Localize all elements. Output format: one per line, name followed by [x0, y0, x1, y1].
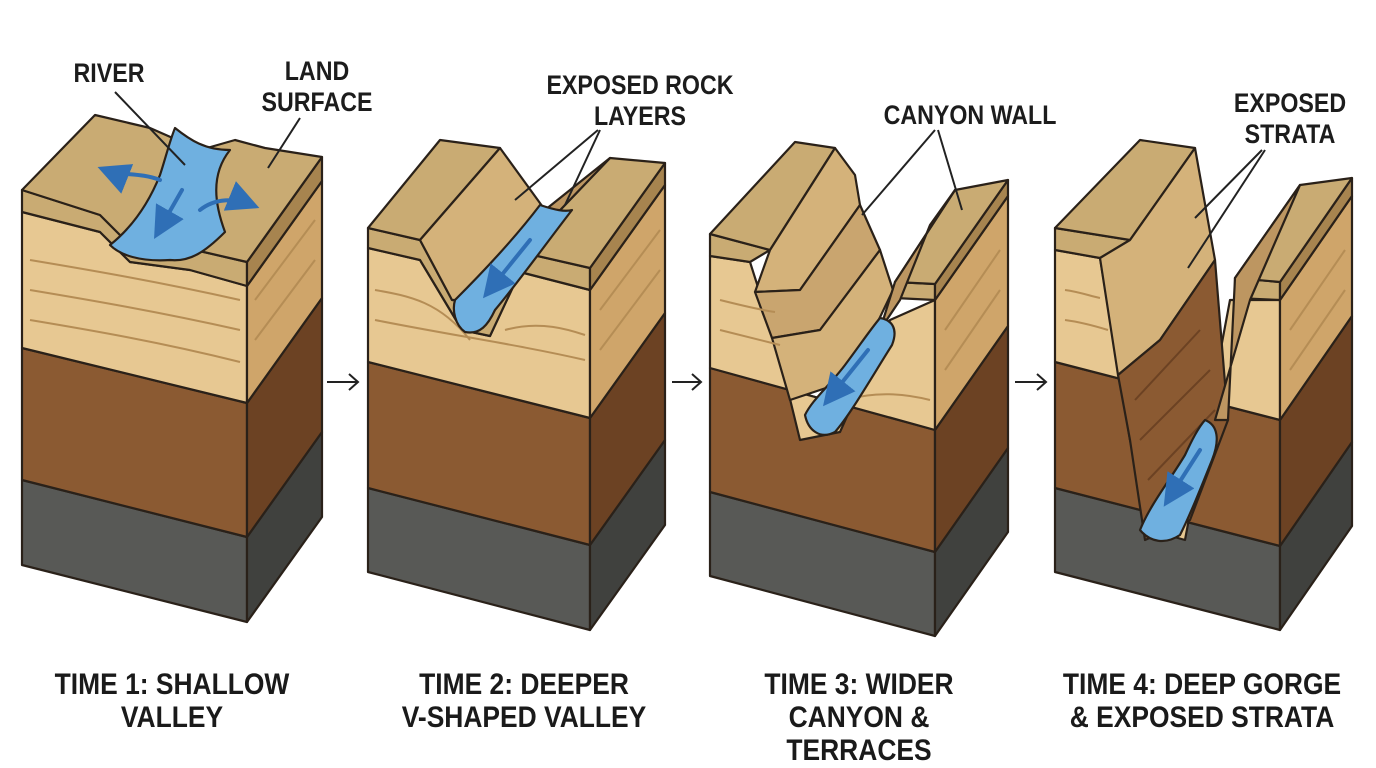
- block3-flow-arrow: [823, 348, 870, 407]
- block2-flow-arrow: [482, 238, 532, 299]
- label-exposed-rock-layers: EXPOSED ROCK LAYERS: [546, 70, 734, 131]
- block-time-3: [708, 140, 1010, 638]
- block-time-2: [366, 138, 667, 632]
- block4-flow-arrow: [1163, 448, 1202, 507]
- leader-exposed-strata-1: [1194, 149, 1263, 219]
- block1-river: [108, 126, 232, 262]
- leader-land-surface: [267, 117, 301, 169]
- arrow-right-icon: [1015, 373, 1048, 391]
- arrow-right-icon: [672, 373, 703, 391]
- label-land-surface: LAND SURFACE: [261, 56, 373, 117]
- block-time-4: [1053, 138, 1354, 632]
- label-exposed-strata: EXPOSED STRATA: [1233, 88, 1347, 149]
- arrow-right-icon: [327, 373, 360, 391]
- caption-time-2: TIME 2: DEEPER V-SHAPED VALLEY: [401, 668, 647, 734]
- leader-canyon-wall-2: [937, 129, 963, 211]
- leader-lines: [114, 91, 1266, 269]
- label-canyon-wall: CANYON WALL: [883, 100, 1057, 130]
- block-time-1: [20, 113, 324, 624]
- block4-strata-lines: [1064, 249, 1346, 371]
- block4-gorge-wall-right: [1213, 183, 1302, 422]
- leader-river: [114, 91, 186, 166]
- leader-canyon-wall-1: [861, 129, 936, 216]
- block1-strata-lines: [29, 219, 316, 363]
- leader-exposed-rock-2: [564, 129, 601, 206]
- block1-flow-arrows: [97, 164, 260, 239]
- label-river: RIVER: [73, 58, 145, 88]
- caption-time-1: TIME 1: SHALLOW VALLEY: [54, 668, 290, 734]
- leader-exposed-rock-1: [514, 129, 599, 201]
- caption-time-4: TIME 4: DEEP GORGE & EXPOSED STRATA: [1062, 668, 1342, 734]
- caption-time-3: TIME 3: WIDER CANYON & TERRACES: [764, 668, 954, 767]
- leader-exposed-strata-2: [1187, 149, 1266, 269]
